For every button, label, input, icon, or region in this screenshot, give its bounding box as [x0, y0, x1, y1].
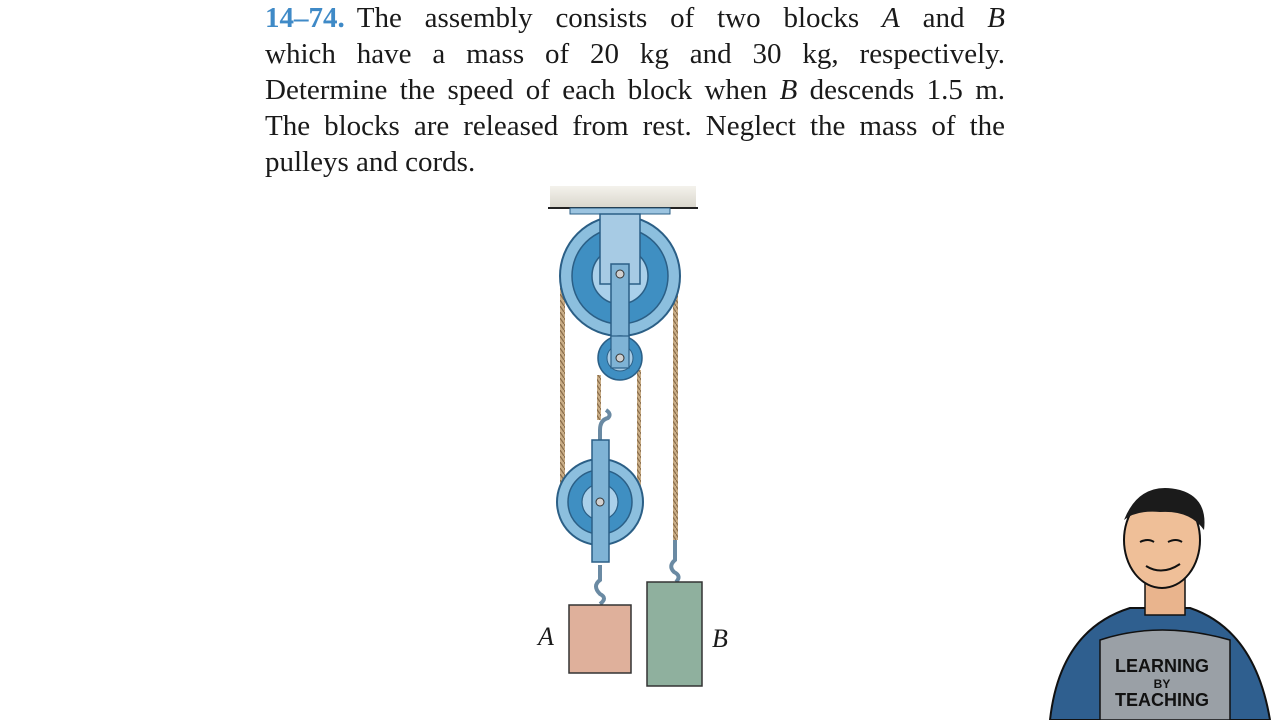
block-a: [568, 604, 632, 674]
hook-block-a: [594, 565, 606, 606]
label-block-b: B: [712, 624, 728, 653]
shirt-text-line-2: BY: [1154, 677, 1171, 691]
hook-block-b: [669, 540, 681, 584]
presenter-avatar: LEARNING BY TEACHING: [1040, 480, 1280, 721]
rope-right: [673, 288, 678, 540]
problem-number: 14–74.: [265, 2, 345, 34]
rope-inner-right: [637, 370, 641, 495]
hooks: [594, 408, 681, 606]
problem-line-1: 14–74.The assembly consists of two block…: [265, 2, 1006, 34]
problem-line-5: pulleys and cords.: [265, 146, 476, 178]
ropes: [560, 288, 678, 540]
top-pulley: [559, 213, 681, 375]
shirt-text-line-1: LEARNING: [1115, 656, 1209, 676]
problem-line-2: which have a mass of 20 kg and 30 kg, re…: [265, 38, 1005, 70]
shirt-text-line-3: TEACHING: [1115, 690, 1209, 710]
block-b: [646, 581, 703, 687]
problem-line-3: Determine the speed of each block when B…: [265, 74, 1006, 106]
problem-line-4: The blocks are released from rest. Negle…: [265, 110, 1005, 142]
rope-inner-left: [597, 375, 601, 420]
ceiling-support: [548, 186, 698, 215]
problem-statement: 14–74.The assembly consists of two block…: [265, 0, 1005, 180]
label-block-a: A: [538, 622, 554, 651]
lower-pulley: [556, 439, 644, 563]
small-pulley: [597, 335, 643, 381]
hook-upper: [598, 408, 612, 440]
presenter-illustration: LEARNING BY TEACHING: [1048, 488, 1272, 721]
rope-left: [560, 288, 565, 510]
